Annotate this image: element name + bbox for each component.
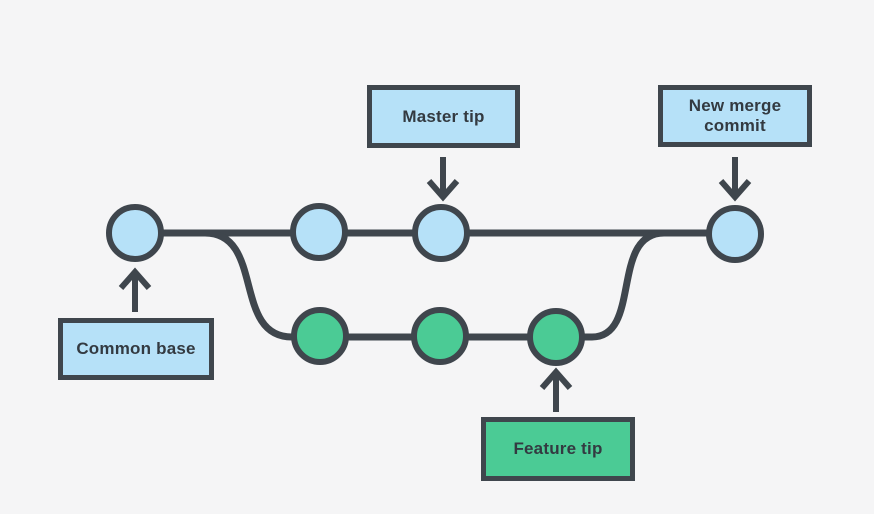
label-feature-tip: Feature tip bbox=[481, 417, 635, 481]
arrow-up-to-common-base-icon bbox=[118, 267, 152, 312]
commit-node-master-2 bbox=[290, 203, 348, 261]
label-new-merge-commit: New merge commit bbox=[658, 85, 812, 147]
commit-node-feature-tip bbox=[527, 308, 585, 366]
label-common-base: Common base bbox=[58, 318, 214, 380]
arrow-up-to-feature-tip-icon bbox=[539, 367, 573, 412]
commit-node-feature-2 bbox=[411, 307, 469, 365]
commit-node-new-merge-commit bbox=[706, 205, 764, 263]
label-master-tip: Master tip bbox=[367, 85, 520, 148]
arrow-down-to-master-tip-icon bbox=[426, 157, 460, 202]
arrow-down-to-new-merge-commit-icon bbox=[718, 157, 752, 202]
commit-node-feature-1 bbox=[291, 307, 349, 365]
commit-node-master-tip bbox=[412, 204, 470, 262]
commit-node-common-base bbox=[106, 204, 164, 262]
